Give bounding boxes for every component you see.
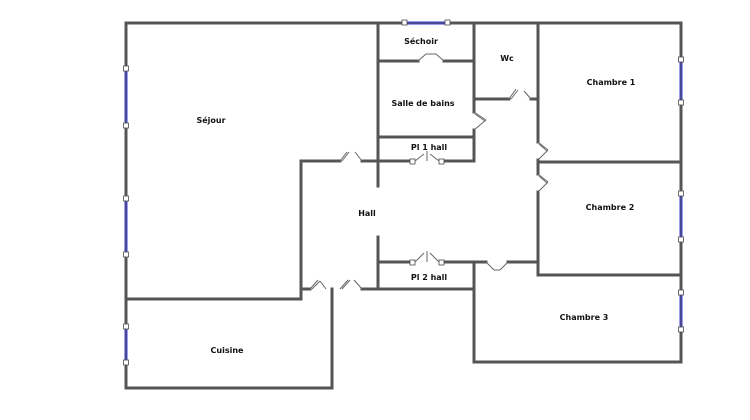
room-label-hall: Hall (358, 209, 376, 218)
door-wc (508, 88, 532, 100)
door-salle-de-bains (473, 111, 487, 131)
window-sejour-lower (123, 195, 129, 258)
window-sejour-upper (123, 65, 129, 129)
room-label-sejour: Séjour (196, 115, 225, 125)
door-chambre2 (537, 173, 549, 193)
room-label-chambre2: Chambre 2 (586, 203, 635, 212)
door-sechoir (417, 53, 445, 62)
window-sechoir-top (401, 19, 451, 26)
room-labels: Séjour Séchoir Wc Chambre 1 Salle de bai… (196, 36, 635, 355)
window-chambre3 (678, 289, 684, 333)
walls (124, 21, 683, 390)
door-chambre3 (485, 261, 509, 271)
door-pl1-hall (409, 151, 445, 165)
room-label-sechoir: Séchoir (404, 36, 438, 46)
door-chambre1 (537, 141, 549, 161)
window-cuisine (123, 323, 129, 366)
windows (123, 19, 684, 366)
door-hall-entry (339, 279, 363, 290)
room-label-pl1-hall: Pl 1 hall (411, 143, 448, 152)
room-label-pl2-hall: Pl 2 hall (411, 273, 448, 282)
room-label-chambre1: Chambre 1 (587, 78, 636, 87)
door-pl2-hall (409, 251, 445, 266)
room-label-cuisine: Cuisine (211, 346, 245, 355)
room-label-chambre3: Chambre 3 (560, 313, 609, 322)
room-label-wc: Wc (500, 54, 514, 63)
door-sejour-hall (339, 151, 363, 162)
doors (309, 53, 549, 290)
window-chambre2 (678, 190, 684, 243)
room-label-salle-de-bains: Salle de bains (391, 99, 454, 108)
door-cuisine (309, 279, 327, 290)
window-chambre1 (678, 56, 684, 106)
